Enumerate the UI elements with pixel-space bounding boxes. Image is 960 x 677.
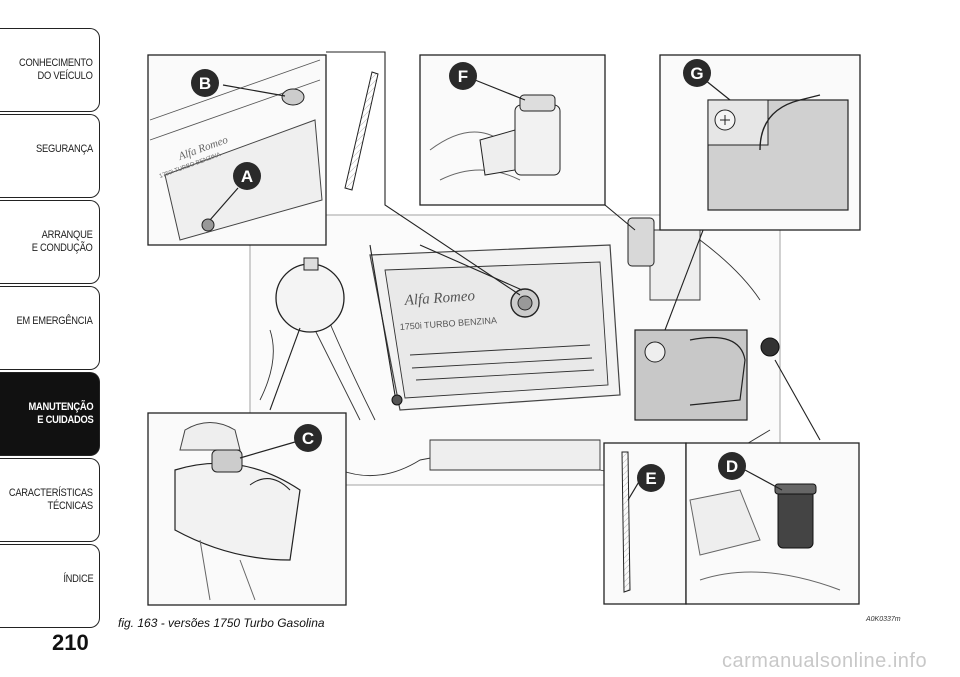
svg-text:A: A [241,167,253,186]
tab-conhecimento-do-veiculo[interactable]: CONHECIMENTO DO VEÍCULO [0,28,100,112]
figure-code: A0K0337m [866,616,901,623]
tab-label: ARRANQUE E CONDUÇÃO [32,229,93,254]
svg-text:D: D [726,457,738,476]
engine-bay-illustration: Alfa Romeo 1750i TURBO BENZINA Alfa Rome… [147,51,861,606]
tab-caracteristicas-tecnicas[interactable]: CARACTERÍSTICAS TÉCNICAS [0,458,100,542]
figure-caption: fig. 163 - versões 1750 Turbo Gasolina [118,616,325,630]
tab-em-emergencia[interactable]: EM EMERGÊNCIA [0,286,100,370]
steering-reservoir-engine [627,217,655,267]
panel-oil-cap-detail: Alfa Romeo 1750i TURBO BENZINA [147,54,327,246]
tab-indice[interactable]: ÍNDICE [0,544,100,628]
engine-cover-brand: Alfa Romeo [403,288,476,309]
svg-text:B: B [199,74,211,93]
panel-washer-reservoir [685,442,860,605]
dipstick-detail-top [344,71,379,191]
callout-d: D [718,452,746,480]
callout-a: A [233,162,261,190]
callout-b: B [191,69,219,97]
svg-text:G: G [690,64,703,83]
tab-manutencao-e-cuidados[interactable]: MANUTENÇÃO E CUIDADOS [0,372,100,456]
callout-f: F [449,62,477,90]
dipstick-engine [391,394,403,406]
leader-lines [269,51,821,441]
callout-c: C [294,424,322,452]
svg-text:F: F [458,67,468,86]
tab-label: ÍNDICE [62,573,93,585]
callout-e: E [637,464,665,492]
callout-g: G [683,59,711,87]
svg-text:E: E [645,469,656,488]
watermark-text: carmanualsonline.info [722,650,928,672]
tab-label: SEGURANÇA [36,143,93,155]
svg-text:C: C [302,429,314,448]
tab-arranque-e-conducao[interactable]: ARRANQUE E CONDUÇÃO [0,200,100,284]
tab-label: MANUTENÇÃO E CUIDADOS [28,401,93,426]
panel-steering-reservoir [419,54,606,206]
tab-label: EM EMERGÊNCIA [16,315,93,327]
tab-seguranca[interactable]: SEGURANÇA [0,114,100,198]
tab-label: CARACTERÍSTICAS TÉCNICAS [9,487,93,512]
tab-label: CONHECIMENTO DO VEÍCULO [19,57,93,82]
panel-dipstick [603,442,687,605]
coolant-reservoir-engine [275,263,345,333]
washer-cap-engine [760,337,780,357]
page-number: 210 [52,630,89,655]
